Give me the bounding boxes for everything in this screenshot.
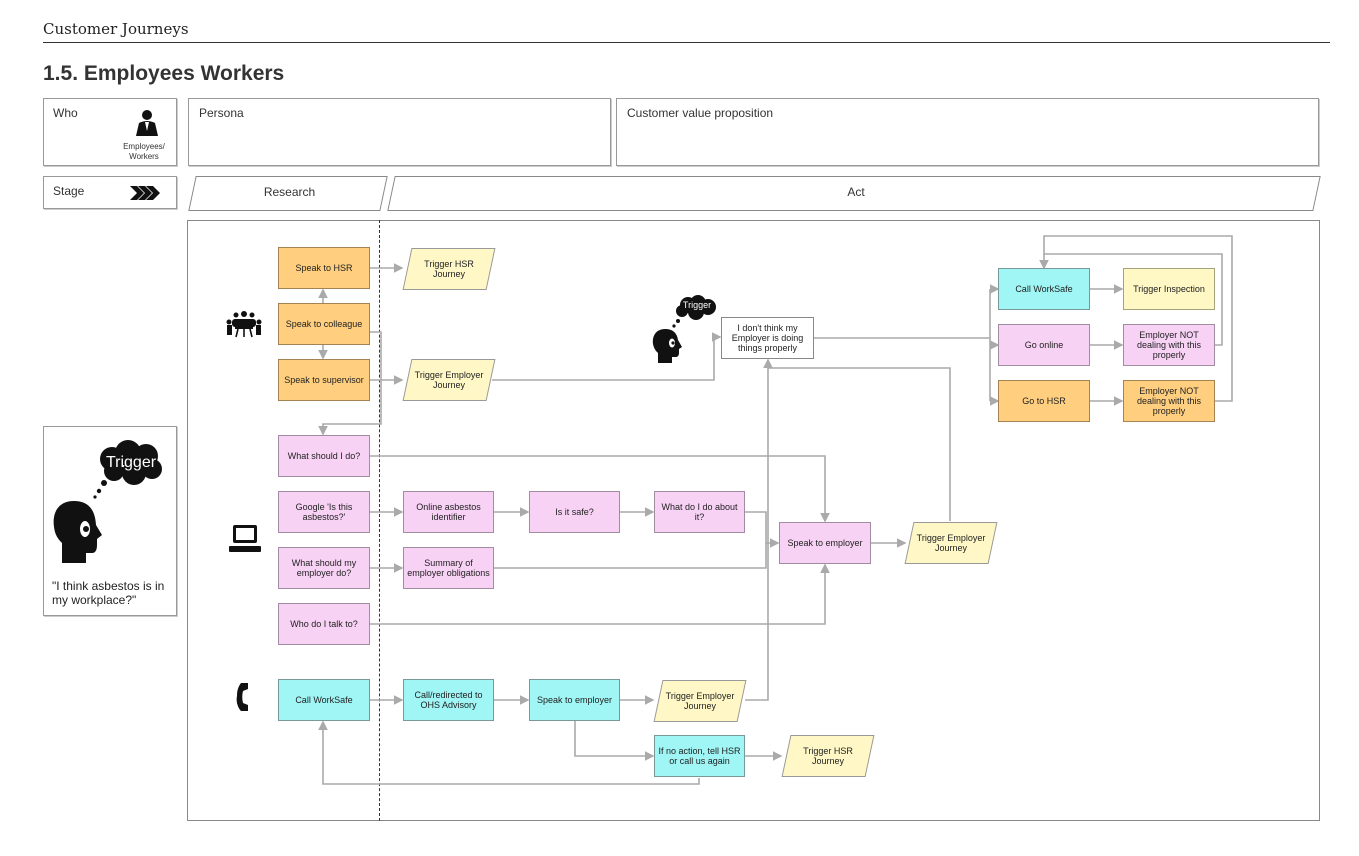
page-title: 1.5. Employees Workers <box>43 62 285 85</box>
stage-act-label: Act <box>847 185 865 199</box>
node-what-should-i-do: What should I do? <box>278 435 370 477</box>
node-speak-to-supervisor: Speak to supervisor <box>278 359 370 401</box>
research-act-divider <box>379 220 380 821</box>
forward-chevrons-icon <box>130 186 160 200</box>
node-trigger-hsr-journey-1: Trigger HSR Journey <box>402 248 496 290</box>
section-header: Customer Journeys <box>43 20 189 38</box>
node-dont-think-employer: I don't think my Employer is doing thing… <box>721 317 814 359</box>
who-box: Who Employees/ Workers <box>43 98 177 166</box>
who-role-caption: Employees/ Workers <box>123 142 165 161</box>
node-speak-to-colleague: Speak to colleague <box>278 303 370 345</box>
persona-box: Persona <box>188 98 611 166</box>
who-label: Who <box>53 106 78 120</box>
phone-icon <box>236 683 248 711</box>
node-if-no-action: If no action, tell HSR or call us again <box>654 735 745 777</box>
node-speak-to-employer-bottom: Speak to employer <box>529 679 620 721</box>
persona-label: Persona <box>199 106 244 120</box>
node-what-do-i-do-about-it: What do I do about it? <box>654 491 745 533</box>
node-trigger-employer-journey-2: Trigger Employer Journey <box>904 522 998 564</box>
node-who-do-i-talk-to: Who do I talk to? <box>278 603 370 645</box>
mini-trigger-text: Trigger <box>682 300 712 310</box>
thought-bubble-icon <box>93 440 162 499</box>
node-go-to-hsr: Go to HSR <box>998 380 1090 422</box>
node-employer-not-dealing-2: Employer NOT dealing with this properly <box>1123 380 1215 422</box>
thinking-head-icon <box>53 501 102 563</box>
node-trigger-employer-journey-3: Trigger Employer Journey <box>653 680 747 722</box>
thinking-head-icon-small <box>652 295 716 363</box>
node-summary-employer-obligations: Summary of employer obligations <box>403 547 494 589</box>
header-divider <box>43 42 1330 43</box>
stage-box: Stage <box>43 176 177 209</box>
node-call-worksafe-bottom: Call WorkSafe <box>278 679 370 721</box>
node-call-redirected-ohs: Call/redirected to OHS Advisory <box>403 679 494 721</box>
node-call-worksafe-top: Call WorkSafe <box>998 268 1090 310</box>
trigger-bubble-text: Trigger <box>105 454 157 471</box>
stage-research-label: Research <box>263 185 316 199</box>
node-google-asbestos: Google 'Is this asbestos?' <box>278 491 370 533</box>
node-go-online: Go online <box>998 324 1090 366</box>
node-trigger-hsr-journey-2: Trigger HSR Journey <box>781 735 875 777</box>
node-speak-to-employer-mid: Speak to employer <box>779 522 871 564</box>
node-what-should-my-employer-do: What should my employer do? <box>278 547 370 589</box>
cvp-label: Customer value proposition <box>627 106 774 120</box>
trigger-quote: "I think asbestos is in my workplace?" <box>52 579 165 607</box>
node-online-asbestos-identifier: Online asbestos identifier <box>403 491 494 533</box>
cvp-box: Customer value proposition <box>616 98 1319 166</box>
trigger-card: Trigger "I think asbestos is in my workp… <box>43 426 177 616</box>
person-icon <box>136 110 158 136</box>
stage-label: Stage <box>53 184 85 198</box>
node-trigger-employer-journey-1: Trigger Employer Journey <box>402 359 496 401</box>
node-employer-not-dealing-1: Employer NOT dealing with this properly <box>1123 324 1215 366</box>
meeting-icon <box>226 311 262 338</box>
node-is-it-safe: Is it safe? <box>529 491 620 533</box>
laptop-icon <box>229 525 261 552</box>
node-speak-to-hsr: Speak to HSR <box>278 247 370 289</box>
node-trigger-inspection: Trigger Inspection <box>1123 268 1215 310</box>
